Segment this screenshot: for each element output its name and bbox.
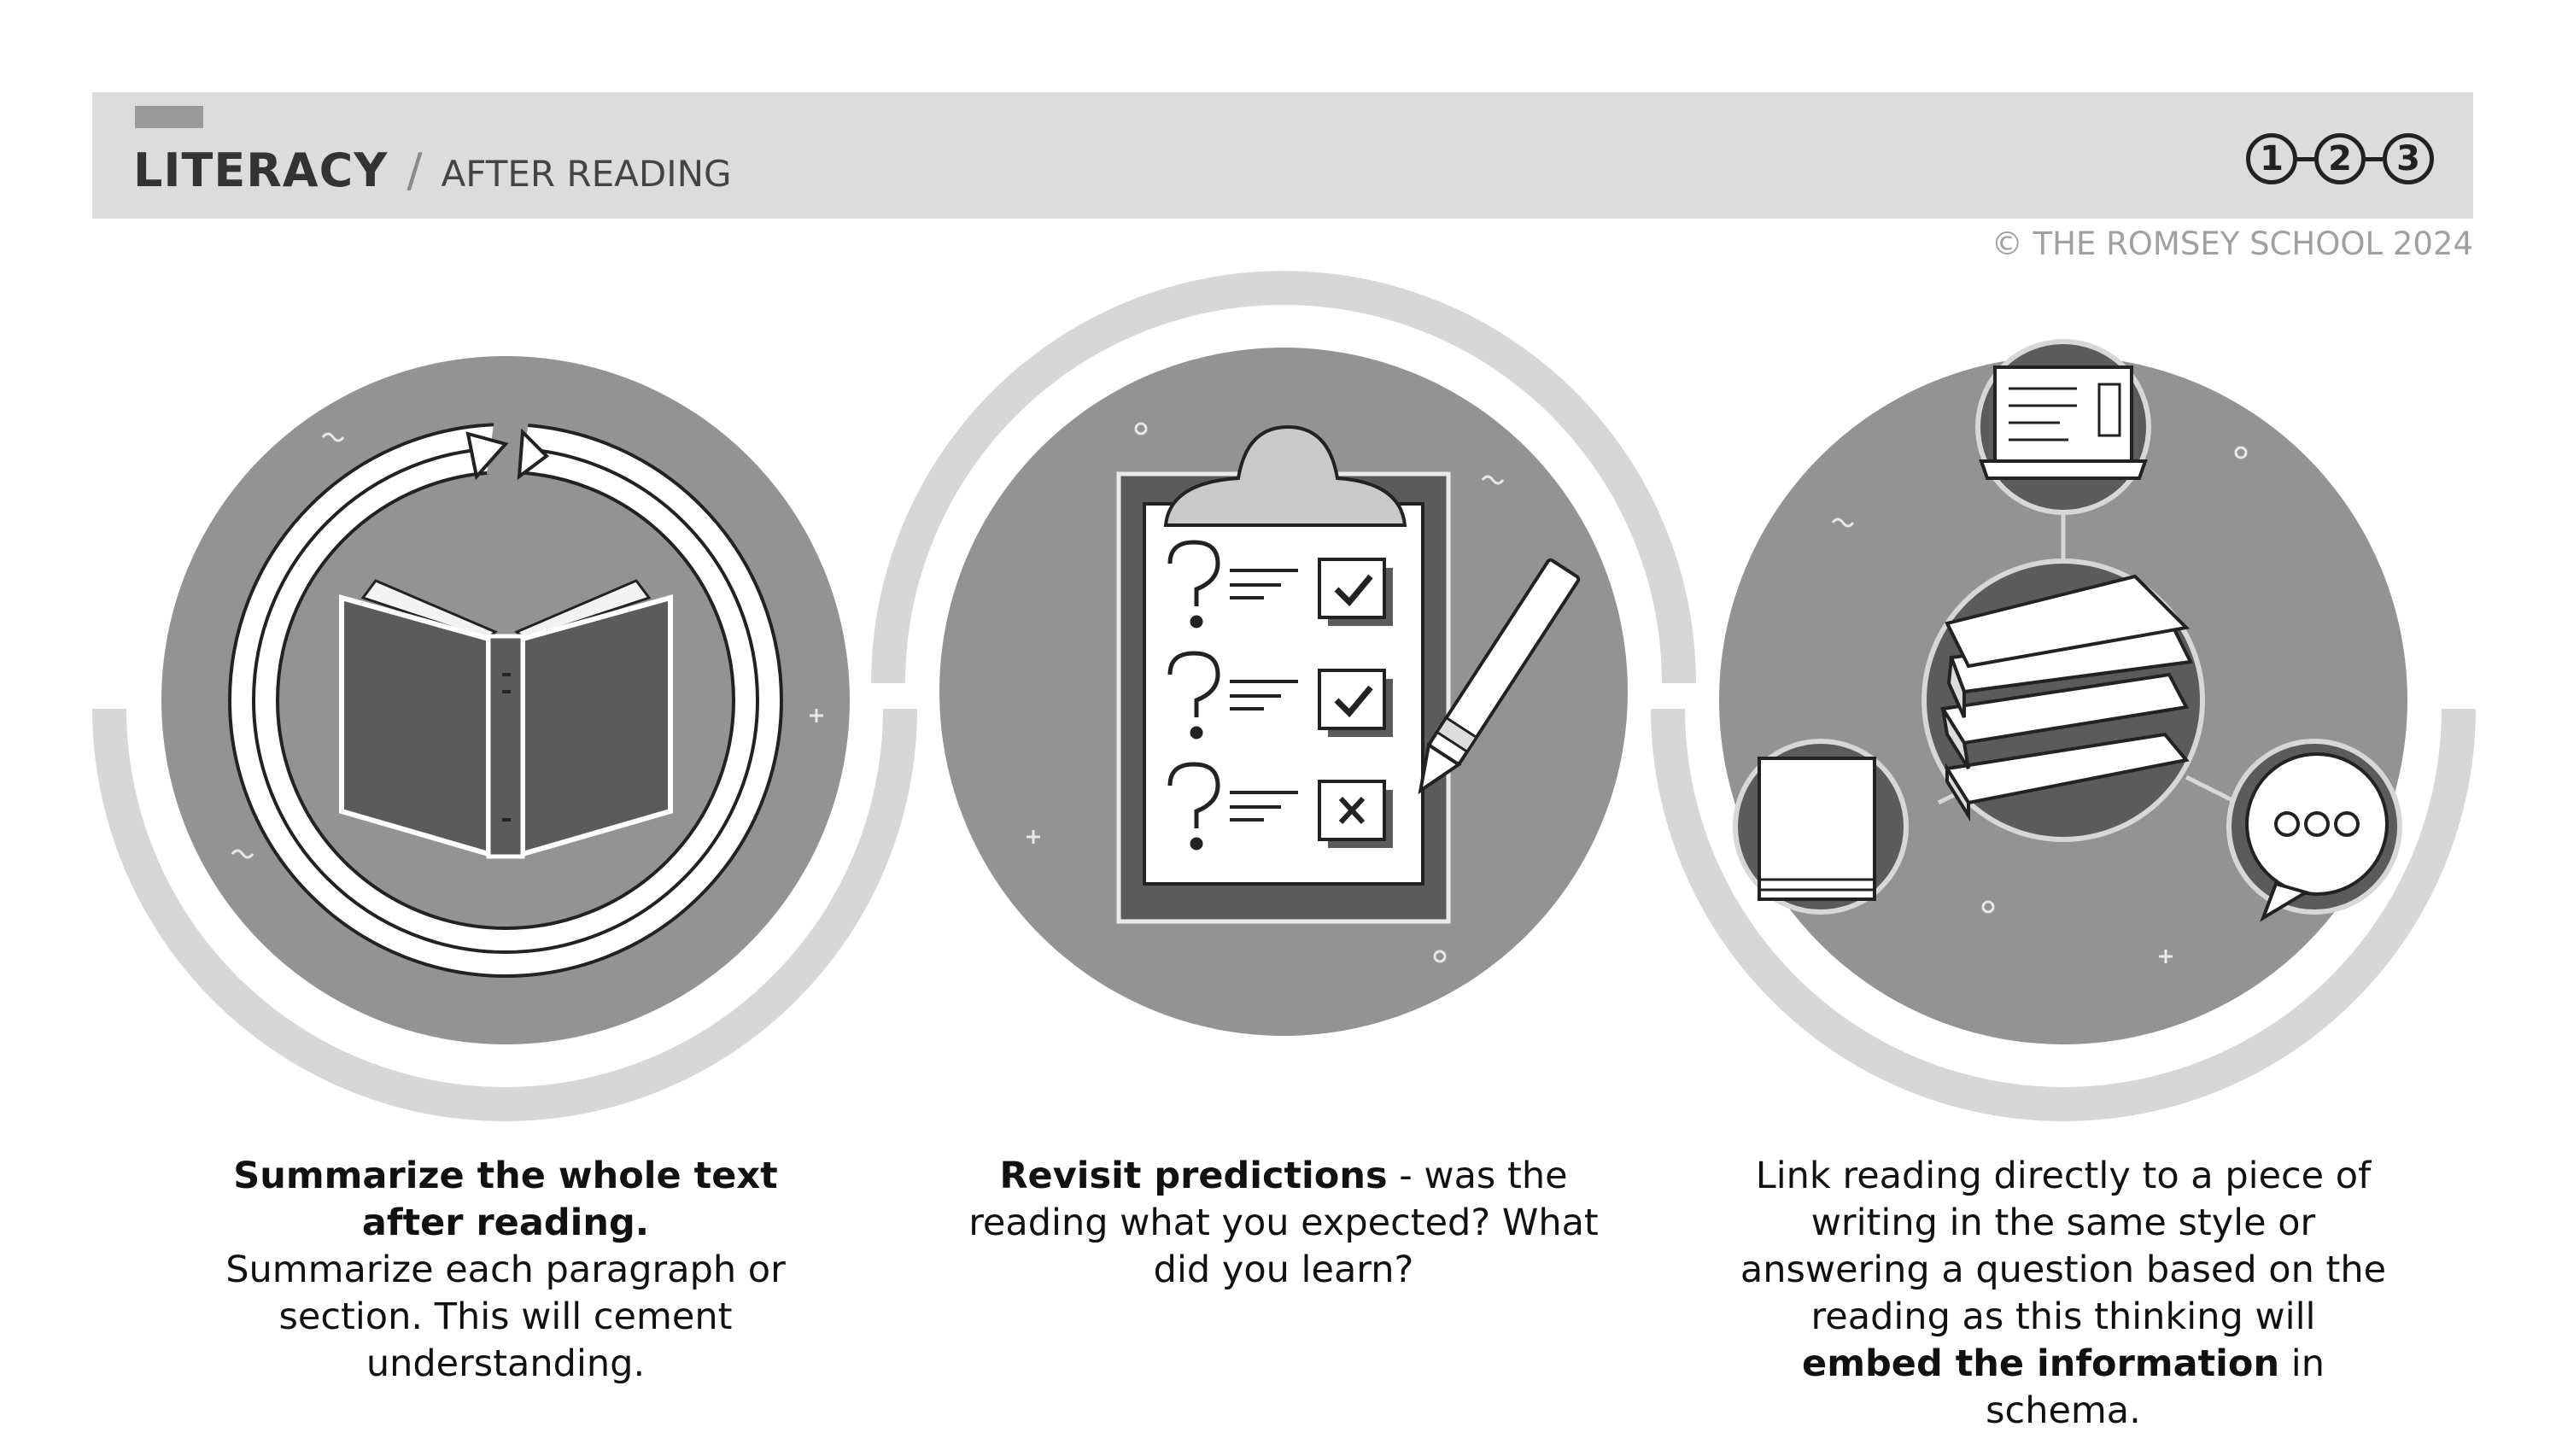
step-connector [2366, 156, 2383, 161]
step-connector [2297, 156, 2314, 161]
caption-link-text-after: in schema. [1986, 1342, 2325, 1432]
step-3-badge: 3 [2383, 133, 2434, 184]
book-network-icon [1733, 339, 2402, 922]
copyright-text: © THE ROMSEY SCHOOL 2024 [1991, 225, 2473, 262]
step-1-badge: 1 [2246, 133, 2297, 184]
caption-link-reading: Link reading directly to a piece of writ… [1739, 1153, 2388, 1435]
caption-predictions-bold: Revisit predictions [999, 1155, 1388, 1197]
caption-link-text-before: Link reading directly to a piece of writ… [1740, 1155, 2387, 1338]
caption-summarize: Summarize the whole text after reading. … [181, 1153, 830, 1388]
step-indicator: 1 2 3 [2246, 130, 2434, 188]
title-separator: / [407, 143, 423, 197]
header-bar: LITERACY / AFTER READING 1 2 3 [92, 92, 2473, 219]
caption-summarize-text: Summarize each paragraph or section. Thi… [225, 1248, 786, 1385]
caption-summarize-bold: Summarize the whole text after reading. [233, 1155, 778, 1244]
title-subtitle: AFTER READING [441, 153, 732, 195]
title-main: LITERACY [133, 143, 389, 197]
decorative-sparkles [231, 422, 2248, 963]
caption-predictions-text: - was the reading what you expected? Wha… [968, 1155, 1599, 1291]
step-2-badge: 2 [2314, 133, 2366, 184]
caption-link-bold: embed the information [1802, 1342, 2280, 1385]
header-tab-mark [135, 106, 203, 128]
clipboard-checklist-icon [1116, 424, 1581, 924]
page-title: LITERACY / AFTER READING [133, 137, 732, 208]
caption-predictions: Revisit predictions - was the reading wh… [959, 1153, 1608, 1294]
book-refresh-icon [228, 414, 783, 978]
